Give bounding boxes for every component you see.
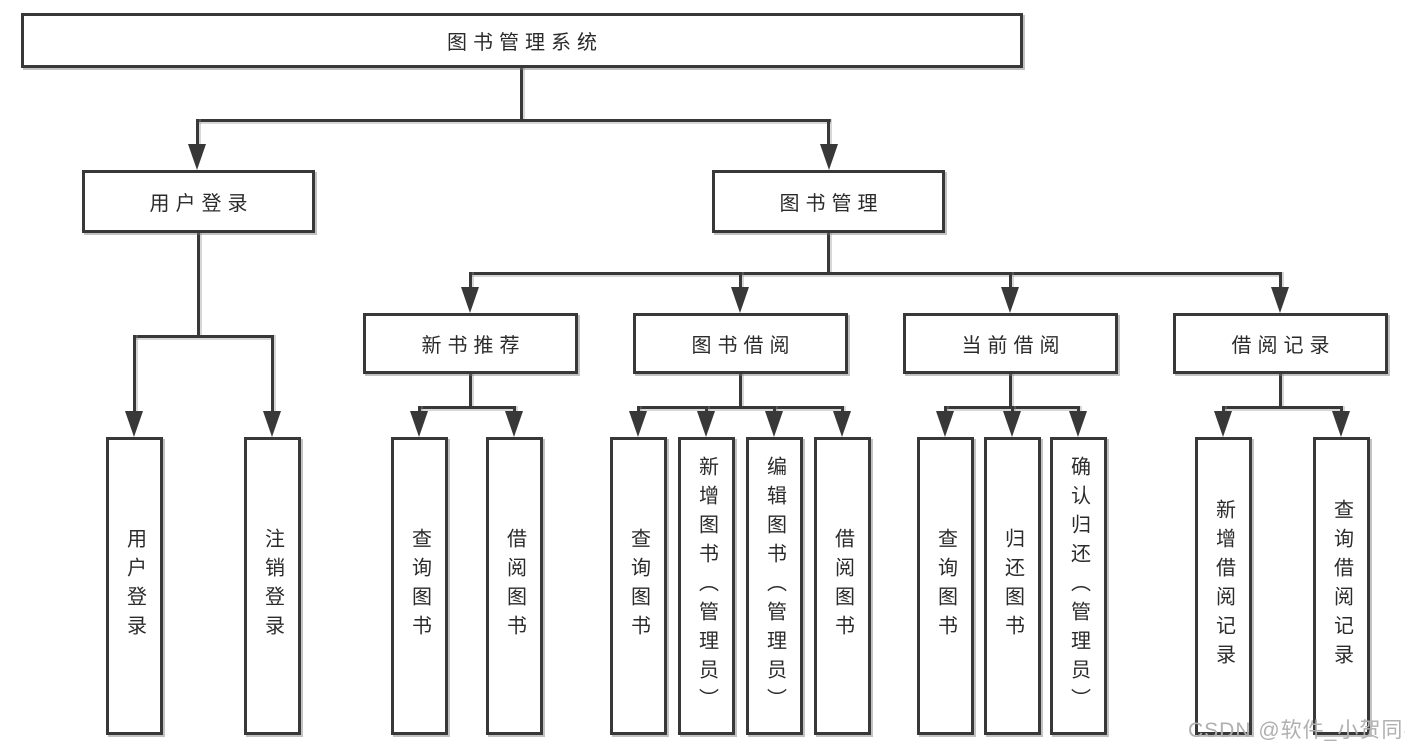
node-book-management: 图书管理 xyxy=(712,170,945,233)
leaf-add-book-admin-label: 新增图书（管理员） xyxy=(695,455,718,717)
node-new-book-recommend-label: 新书推荐 xyxy=(421,335,526,357)
arrow-down-icon xyxy=(1271,287,1289,313)
connector-root-stem xyxy=(520,68,523,119)
node-root: 图书管理系统 xyxy=(21,13,1023,68)
arrow-down-icon xyxy=(263,411,281,437)
arrow-down-icon xyxy=(125,411,143,437)
arrow-down-icon xyxy=(1214,411,1232,437)
arrow-down-icon xyxy=(505,411,523,437)
leaf-query-book-current: 查询图书 xyxy=(917,437,974,735)
connector-drop xyxy=(1077,406,1080,415)
leaf-edit-book-admin: 编辑图书（管理员） xyxy=(746,437,803,735)
arrow-down-icon xyxy=(410,411,428,437)
connector-user-login-stem xyxy=(197,233,200,335)
arrow-down-icon xyxy=(1332,411,1350,437)
arrow-down-icon xyxy=(936,411,954,437)
leaf-add-borrow-record: 新增借阅记录 xyxy=(1195,437,1252,735)
leaf-return-book-label: 归还图书 xyxy=(1001,528,1024,644)
connector-borrow-record-rail xyxy=(1222,406,1343,409)
leaf-logout: 注销登录 xyxy=(244,437,301,735)
node-book-borrow: 图书借阅 xyxy=(633,313,848,374)
connector-book-management-rail xyxy=(469,272,1282,275)
connector-current-borrow-stem xyxy=(1009,374,1012,408)
connector-to-leaf-logout xyxy=(271,335,274,415)
leaf-return-book: 归还图书 xyxy=(984,437,1041,735)
node-borrow-record-label: 借阅记录 xyxy=(1231,335,1336,357)
node-root-label: 图书管理系统 xyxy=(447,32,603,54)
connector-book-management-stem xyxy=(827,233,830,274)
leaf-borrow-book-recommend: 借阅图书 xyxy=(486,437,543,735)
connector-new-book-stem xyxy=(469,374,472,408)
leaf-query-book-recommend-label: 查询图书 xyxy=(408,528,431,644)
connector-to-borrow-record xyxy=(1279,272,1282,290)
connector-root-rail xyxy=(197,119,831,122)
leaf-logout-label: 注销登录 xyxy=(261,528,284,644)
connector-borrow-record-stem xyxy=(1279,374,1282,408)
csdn-watermark: CSDN @软件_小贺同学 xyxy=(1188,719,1405,742)
leaf-add-borrow-record-label: 新增借阅记录 xyxy=(1212,499,1235,673)
node-current-borrow: 当前借阅 xyxy=(903,313,1118,374)
connector-to-current-borrow xyxy=(1009,272,1012,290)
connector-new-book-rail xyxy=(418,406,516,409)
connector-drop xyxy=(513,406,516,415)
node-book-borrow-label: 图书借阅 xyxy=(691,335,796,357)
connector-drop xyxy=(944,406,947,415)
arrow-down-icon xyxy=(731,287,749,313)
leaf-user-login: 用户登录 xyxy=(106,437,163,735)
leaf-borrow-book-label: 借阅图书 xyxy=(831,528,854,644)
connector-to-leaf-login xyxy=(133,335,136,415)
connector-drop xyxy=(773,406,776,415)
arrow-down-icon xyxy=(820,144,838,170)
arrow-down-icon xyxy=(188,144,206,170)
connector-to-book-management xyxy=(827,119,830,147)
leaf-confirm-return-admin-label: 确认归还（管理员） xyxy=(1067,455,1090,717)
node-new-book-recommend: 新书推荐 xyxy=(363,313,578,374)
node-current-borrow-label: 当前借阅 xyxy=(961,335,1066,357)
node-user-login-label: 用户登录 xyxy=(149,193,254,215)
connector-drop xyxy=(1011,406,1014,415)
connector-drop xyxy=(1222,406,1225,415)
connector-to-new-book xyxy=(469,272,472,290)
leaf-query-borrow-record-label: 查询借阅记录 xyxy=(1330,499,1353,673)
leaf-confirm-return-admin: 确认归还（管理员） xyxy=(1050,437,1107,735)
leaf-add-book-admin: 新增图书（管理员） xyxy=(678,437,735,735)
arrow-down-icon xyxy=(697,411,715,437)
leaf-query-book-borrow-label: 查询图书 xyxy=(627,528,650,644)
arrow-down-icon xyxy=(833,411,851,437)
leaf-edit-book-admin-label: 编辑图书（管理员） xyxy=(763,455,786,717)
connector-user-login-rail xyxy=(133,335,273,338)
connector-drop xyxy=(418,406,421,415)
connector-drop xyxy=(637,406,640,415)
leaf-user-login-label: 用户登录 xyxy=(123,528,146,644)
leaf-query-book-recommend: 查询图书 xyxy=(391,437,448,735)
connector-to-user-login xyxy=(196,119,199,147)
connector-drop xyxy=(705,406,708,415)
connector-book-borrow-stem xyxy=(739,374,742,408)
leaf-borrow-book-recommend-label: 借阅图书 xyxy=(503,528,526,644)
node-borrow-record: 借阅记录 xyxy=(1173,313,1388,374)
arrow-down-icon xyxy=(629,411,647,437)
leaf-borrow-book: 借阅图书 xyxy=(814,437,871,735)
connector-to-book-borrow xyxy=(739,272,742,290)
leaf-query-book-current-label: 查询图书 xyxy=(934,528,957,644)
arrow-down-icon xyxy=(1001,287,1019,313)
arrow-down-icon xyxy=(765,411,783,437)
node-book-management-label: 图书管理 xyxy=(779,193,884,215)
connector-drop xyxy=(841,406,844,415)
leaf-query-book-borrow: 查询图书 xyxy=(610,437,667,735)
connector-book-borrow-rail xyxy=(637,406,844,409)
arrow-down-icon xyxy=(461,287,479,313)
arrow-down-icon xyxy=(1069,411,1087,437)
node-user-login: 用户登录 xyxy=(82,170,315,233)
arrow-down-icon xyxy=(1003,411,1021,437)
leaf-query-borrow-record: 查询借阅记录 xyxy=(1313,437,1370,735)
connector-drop xyxy=(1340,406,1343,415)
